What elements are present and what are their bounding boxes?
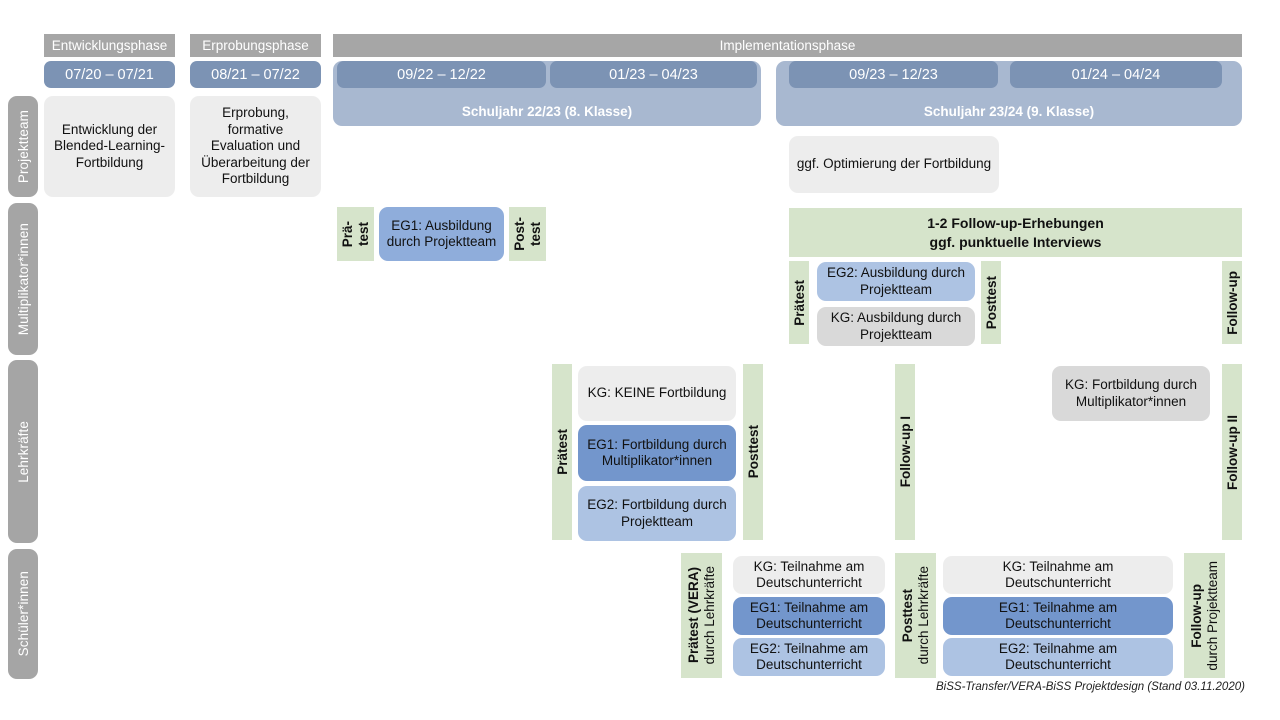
phase-bar-implementationsphase: Implementationsphase [333,34,1242,57]
row-label-lehrkraefte-text: Lehrkräfte [15,420,31,483]
lehrkraefte-box-eg1: EG1: Fortbildung durch Multiplikator*inn… [578,425,736,481]
row-label-schueler: Schüler*innen [8,549,38,679]
followup-banner-line2: ggf. punktuelle Interviews [929,233,1102,250]
schueler-praetest-bold: Prätest (VERA) [686,567,701,664]
schueler-left-box-eg1: EG1: Teilnahme am Deutschunterricht [733,597,885,635]
schueler-posttest-column: Posttest durch Lehrkräfte [895,553,936,678]
lehrkraefte-followup1-label: Follow-up I [897,416,913,488]
lehrkraefte-followup2-label: Follow-up II [1224,414,1240,490]
lehrkraefte-box-kg-fortbildung: KG: Fortbildung durch Multiplikator*inne… [1052,366,1210,421]
row-label-schueler-text: Schüler*innen [15,571,31,657]
multiplikatoren-posttest-line2: test [528,221,543,246]
phase-bar-erprobungsphase: Erprobungsphase [190,34,321,57]
row-label-projektteam-text: Projektteam [15,109,31,184]
schueler-praetest-column: Prätest (VERA) durch Lehrkräfte [681,553,722,678]
row-label-multiplikatoren-text: Multiplikator*innen [15,222,31,336]
schueler-praetest-regular: durch Lehrkräfte [702,566,717,665]
schueler-followup-bold: Follow-up [1189,583,1204,648]
period-bar-0821-0722: 08/21 – 07/22 [190,61,321,88]
multiplikatoren-box-eg1: EG1: Ausbildung durch Projektteam [379,207,504,261]
multiplikatoren-praetest2-label: Prätest [791,279,807,326]
multiplikatoren-posttest-line1: Post- [512,217,527,251]
multiplikatoren-posttest2-label: Posttest [983,275,999,330]
row-label-lehrkraefte: Lehrkräfte [8,360,38,543]
projektteam-box-entwicklung: Entwicklung der Blended-Learning-Fortbil… [44,96,175,197]
schueler-posttest-bold: Posttest [900,588,915,643]
schueler-right-box-kg: KG: Teilnahme am Deutschunterricht [943,556,1173,594]
row-label-multiplikatoren: Multiplikator*innen [8,203,38,355]
multiplikatoren-praetest-line1: Prä- [340,220,355,248]
period-bar-0123-0423: 01/23 – 04/23 [550,61,757,88]
phase-bar-entwicklungsphase: Entwicklungsphase [44,34,175,57]
lehrkraefte-praetest-label: Prätest [554,429,570,475]
multiplikatoren-posttest2-column: Posttest [981,261,1001,344]
lehrkraefte-box-kg-keine: KG: KEINE Fortbildung [578,366,736,421]
row-label-projektteam: Projektteam [8,96,38,197]
lehrkraefte-followup1-column: Follow-up I [895,364,915,540]
multiplikatoren-posttest-column: Post- test [509,207,546,261]
diagram-footer: BiSS-Transfer/VERA-BiSS Projektdesign (S… [936,681,1245,693]
period-bar-0923-1223: 09/23 – 12/23 [789,61,998,88]
period-bar-0922-1222: 09/22 – 12/22 [337,61,546,88]
lehrkraefte-praetest-column: Prätest [552,364,572,540]
multiplikatoren-box-kg: KG: Ausbildung durch Projektteam [817,307,975,346]
schueler-followup-column: Follow-up durch Projektteam [1184,553,1225,678]
multiplikatoren-praetest-column: Prä- test [337,207,374,261]
lehrkraefte-followup2-column: Follow-up II [1222,364,1242,540]
schueler-right-box-eg1: EG1: Teilnahme am Deutschunterricht [943,597,1173,635]
multiplikatoren-followup-column: Follow-up [1222,261,1242,344]
followup-banner-line1: 1-2 Follow-up-Erhebungen [927,215,1104,232]
schueler-right-box-eg2: EG2: Teilnahme am Deutschunterricht [943,638,1173,676]
period-bar-0124-0424: 01/24 – 04/24 [1010,61,1222,88]
projektteam-box-optimierung: ggf. Optimierung der Fortbildung [789,136,999,193]
multiplikatoren-praetest2-column: Prätest [789,261,809,344]
schueler-left-box-eg2: EG2: Teilnahme am Deutschunterricht [733,638,885,676]
schueler-followup-regular: durch Projektteam [1205,560,1220,671]
multiplikatoren-praetest-line2: test [356,221,371,246]
period-bar-0720-0721: 07/20 – 07/21 [44,61,175,88]
multiplikatoren-followup-banner: 1-2 Follow-up-Erhebungen ggf. punktuelle… [789,208,1242,257]
schueler-left-box-kg: KG: Teilnahme am Deutschunterricht [733,556,885,594]
schueler-posttest-regular: durch Lehrkräfte [916,566,931,665]
projektteam-box-erprobung: Erprobung, formative Evaluation und Über… [190,96,321,197]
lehrkraefte-posttest-label: Posttest [745,425,761,479]
multiplikatoren-box-eg2: EG2: Ausbildung durch Projektteam [817,262,975,301]
lehrkraefte-box-eg2: EG2: Fortbildung durch Projektteam [578,486,736,541]
multiplikatoren-followup-label: Follow-up [1224,270,1240,335]
lehrkraefte-posttest-column: Posttest [743,364,763,540]
